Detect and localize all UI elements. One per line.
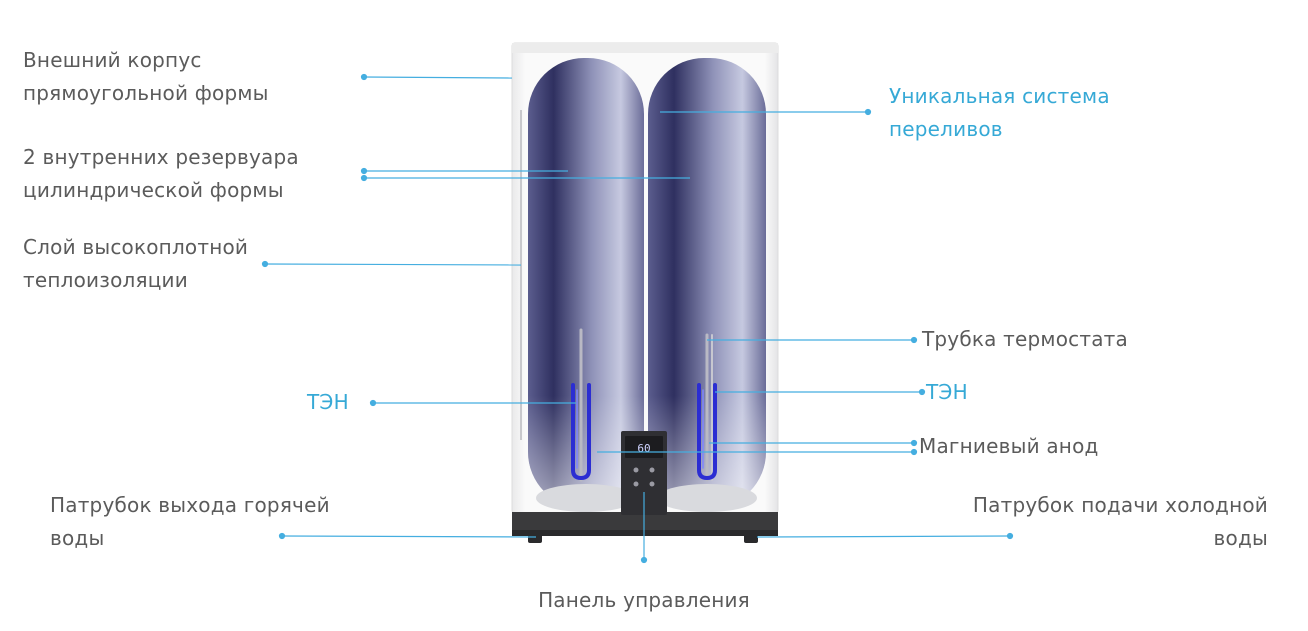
leader-lines xyxy=(261,73,1014,564)
right-tank xyxy=(648,58,766,508)
label-magnesium-anode: Магниевый анод xyxy=(919,434,1099,458)
left-heater-element xyxy=(571,328,591,482)
right-foot xyxy=(744,532,758,543)
label-heater-right: ТЭН xyxy=(926,380,968,404)
case-top-strip xyxy=(512,43,778,53)
label-control-panel: Панель управления xyxy=(538,588,750,612)
right-tank-bottom xyxy=(657,484,757,512)
label-heater-left: ТЭН xyxy=(307,390,349,414)
base xyxy=(512,512,778,532)
base-shadow xyxy=(512,530,778,536)
label-thermostat-tube: Трубка термостата xyxy=(922,327,1128,351)
right-heater-element xyxy=(697,333,717,482)
left-tank-bottom xyxy=(536,484,636,512)
display-readout: 60 xyxy=(637,442,650,455)
